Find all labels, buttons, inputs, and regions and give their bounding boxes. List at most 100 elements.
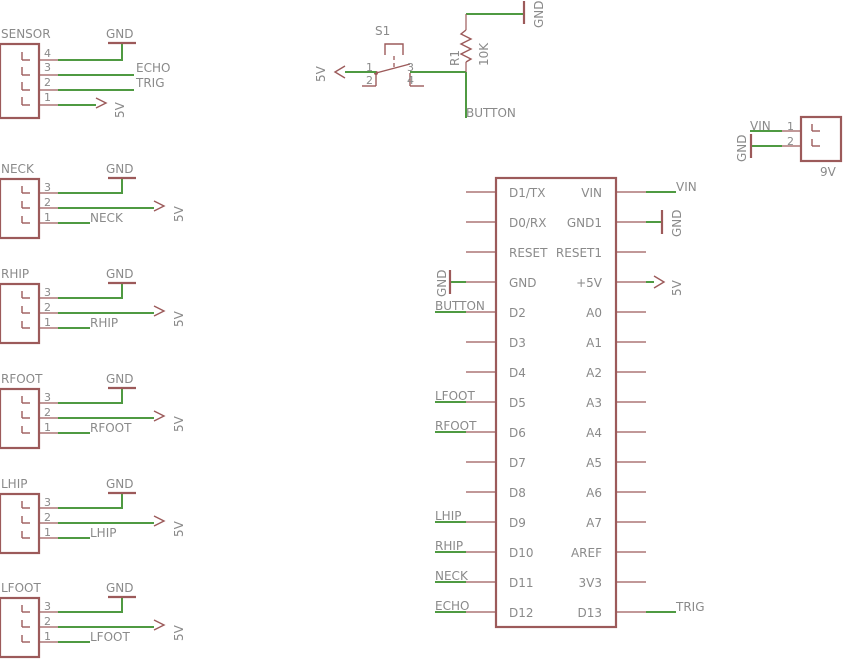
lhip-gnd-label: GND [106, 477, 134, 491]
rfoot-connector: RFOOT 3 2 1 GND 5V RFOOT [0, 372, 186, 450]
rfoot-header-body [0, 387, 41, 450]
switch-pin2-number: 2 [366, 74, 373, 87]
lhip-5v-arrow [153, 515, 166, 527]
arduino-left-pin-label-d12: D12 [509, 606, 534, 620]
arduino-lfoot-net-label: LFOOT [435, 389, 475, 403]
lhip-header-body [0, 492, 41, 555]
rfoot-signal-label: RFOOT [90, 421, 132, 435]
arduino-right-pin-label-gnd1: GND1 [567, 216, 602, 230]
arduino-button-net-label: BUTTON [435, 299, 485, 313]
neck-pin3-number: 3 [44, 181, 51, 194]
battery-pin2-number: 2 [787, 135, 794, 148]
arduino-left-pin-label-reset: RESET [509, 246, 548, 260]
rhip-5v-label: 5V [172, 310, 186, 327]
sensor-gnd-label: GND [106, 27, 134, 41]
arduino-rhip-net-label: RHIP [435, 539, 463, 553]
lfoot-connector: LFOOT 3 2 1 GND 5V LFOOT [0, 581, 186, 659]
arduino-echo-net-label: ECHO [435, 599, 469, 613]
switch-5v-arrow [333, 65, 346, 79]
sensor-connector: SENSOR 4 3 2 1 GND ECHO TRIG 5V [0, 27, 170, 120]
arduino-gnd1-label: GND [670, 209, 684, 237]
sensor-trig-label: TRIG [135, 76, 165, 90]
arduino-trig-net-label: TRIG [675, 600, 705, 614]
arduino-rfoot-net-label: RFOOT [435, 419, 477, 433]
neck-gnd-wire [58, 178, 123, 194]
arduino-left-pin-label-d0-rx: D0/RX [509, 216, 546, 230]
lhip-signal-label: LHIP [90, 526, 116, 540]
lfoot-signal-label: LFOOT [90, 630, 130, 644]
lhip-pin2-number: 2 [44, 511, 51, 524]
rhip-connector: RHIP 3 2 1 GND 5V RHIP [0, 267, 186, 345]
button-net-label: BUTTON [466, 106, 516, 120]
rhip-header-body [0, 282, 41, 345]
arduino-neck-net-label: NECK [435, 569, 469, 583]
arduino-vin-net-label: VIN [676, 180, 697, 194]
rfoot-pin3-number: 3 [44, 391, 51, 404]
rhip-pin1-number: 1 [44, 316, 51, 329]
arduino-right-pin-label-a7: A7 [586, 516, 602, 530]
resistor-gnd-label: GND [532, 0, 546, 28]
neck-signal-label: NECK [90, 211, 124, 225]
arduino-left-pin-label-d7: D7 [509, 456, 526, 470]
sensor-header-body [0, 42, 41, 120]
lfoot-header-body [0, 596, 41, 659]
sensor-gnd-wire [58, 43, 123, 61]
sensor-pin3-number: 3 [44, 61, 51, 74]
resistor-name-label: R1 [448, 50, 462, 66]
resistor-zigzag [459, 29, 473, 63]
switch-pin4-number: 4 [407, 74, 414, 87]
switch-actuator [384, 43, 404, 55]
rfoot-pin2-number: 2 [44, 406, 51, 419]
arduino-right-pin-label-5v: +5V [576, 276, 603, 290]
sensor-pin4-number: 4 [44, 47, 51, 60]
arduino-module: D1/TXD0/RXRESETGNDGNDD2BUTTOND3D4D5LFOOT… [435, 176, 705, 629]
neck-5v-label: 5V [172, 205, 186, 222]
battery-9v-connector: 1 2 VIN GND 9V [735, 115, 843, 179]
arduino-right-pin-label-a3: A3 [586, 396, 602, 410]
neck-5v-arrow [153, 200, 166, 212]
battery-header-body [799, 115, 843, 163]
arduino-right-pin-label-a0: A0 [586, 306, 602, 320]
arduino-right-pin-label-a2: A2 [586, 366, 602, 380]
sensor-5v-label: 5V [113, 101, 127, 118]
lhip-connector: LHIP 3 2 1 GND 5V LHIP [0, 477, 186, 555]
arduino-left-pin-label-gnd: GND [509, 276, 537, 290]
arduino-right-pin-label-reset1: RESET1 [556, 246, 602, 260]
lfoot-pin3-number: 3 [44, 600, 51, 613]
lfoot-pin2-number: 2 [44, 615, 51, 628]
battery-pin1-number: 1 [787, 120, 794, 133]
lhip-gnd-wire [58, 493, 123, 509]
switch-contact-lever [375, 63, 411, 74]
arduino-left-pin-label-d9: D9 [509, 516, 526, 530]
rfoot-pin1-number: 1 [44, 421, 51, 434]
arduino-left-pin-label-d4: D4 [509, 366, 526, 380]
neck-name-label: NECK [1, 162, 35, 176]
arduino-right-pin-label-3v3: 3V3 [579, 576, 602, 590]
neck-connector: NECK 3 2 1 GND 5V NECK [0, 162, 186, 240]
sensor-5v-arrow [95, 97, 108, 109]
neck-gnd-label: GND [106, 162, 134, 176]
switch-s1-name-label: S1 [375, 24, 390, 38]
arduino-right-pin-label-aref: AREF [571, 546, 602, 560]
arduino-left-pin-label-d10: D10 [509, 546, 534, 560]
neck-header-body [0, 177, 41, 240]
sensor-pin1-number: 1 [44, 91, 51, 104]
arduino-gnd-label: GND [435, 269, 449, 297]
arduino-right-pin-label-a1: A1 [586, 336, 602, 350]
arduino-left-pin-label-d3: D3 [509, 336, 526, 350]
arduino-right-pin-label-a4: A4 [586, 426, 602, 440]
neck-pin2-number: 2 [44, 196, 51, 209]
rhip-pin2-number: 2 [44, 301, 51, 314]
arduino-left-pin-label-d6: D6 [509, 426, 526, 440]
rfoot-gnd-label: GND [106, 372, 134, 386]
rhip-signal-label: RHIP [90, 316, 118, 330]
rhip-pin3-number: 3 [44, 286, 51, 299]
rhip-5v-arrow [153, 305, 166, 317]
switch-pin3-number: 3 [407, 61, 414, 74]
resistor-r1: GND R1 10K BUTTON [448, 0, 546, 120]
lfoot-name-label: LFOOT [1, 581, 41, 595]
rhip-gnd-wire [58, 283, 123, 299]
lhip-name-label: LHIP [1, 477, 27, 491]
lhip-pin3-number: 3 [44, 496, 51, 509]
